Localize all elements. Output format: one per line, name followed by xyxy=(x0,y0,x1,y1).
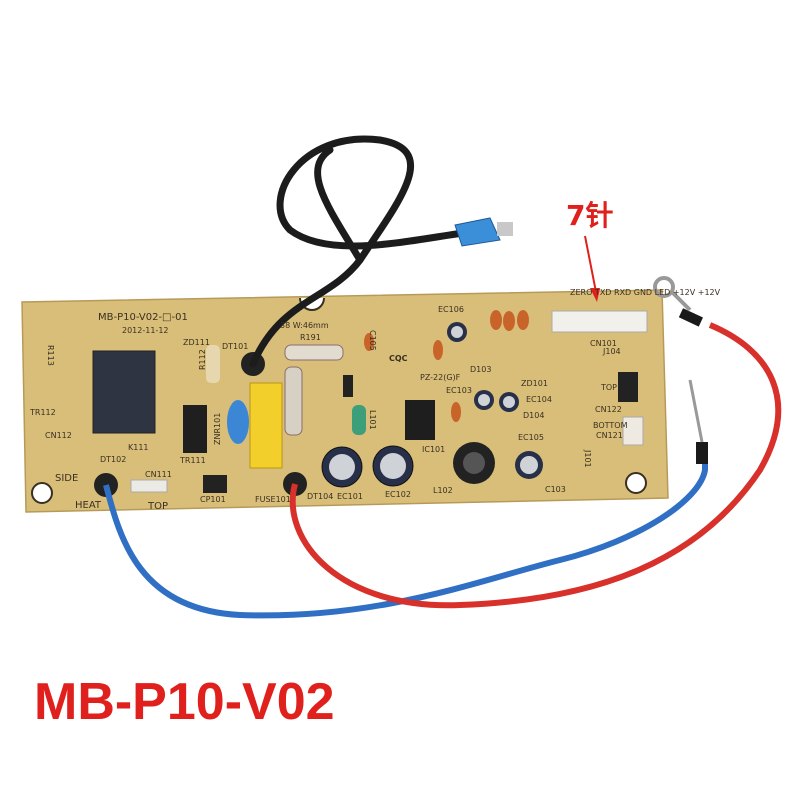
pcb-board xyxy=(21,289,669,513)
silkscreen-ref-label: CN111 xyxy=(145,470,172,479)
silkscreen-ref-label: EC101 xyxy=(337,492,363,501)
top-label: TOP xyxy=(147,501,168,512)
silkscreen-ref-label: L102 xyxy=(433,486,453,495)
silkscreen-ref-label: IC101 xyxy=(422,445,445,454)
silkscreen-ref-label: CN101 xyxy=(590,339,617,348)
silkscreen-ref-label: J104 xyxy=(602,347,621,356)
blue-wire xyxy=(103,450,708,619)
silkscreen-ref-label: EC105 xyxy=(518,433,544,442)
components xyxy=(92,310,648,497)
pin-arrow xyxy=(584,235,600,302)
silkscreen-ref-label: EC102 xyxy=(385,490,411,499)
silkscreen-ref-label: R113 xyxy=(46,345,55,366)
silkscreen-ref-label: DT101 xyxy=(222,342,248,351)
inductor-l101 xyxy=(352,405,366,435)
silkscreen-ref-label: D104 xyxy=(523,411,544,420)
silkscreen-ref-label: R112 xyxy=(198,349,207,370)
silkscreen-ref-label: J101 xyxy=(583,449,592,468)
black-cable xyxy=(249,135,474,368)
silkscreen-ref-label: DT104 xyxy=(307,492,333,501)
side-label: SIDE xyxy=(55,473,78,484)
ic101 xyxy=(405,400,435,440)
silkscreen-ref-label: CN121 xyxy=(596,431,623,440)
silkscreen-ref-label: CP101 xyxy=(200,495,226,504)
silkscreen-ref-label: ZNR101 xyxy=(213,413,222,445)
model-caption: MB-P10-V02 xyxy=(34,673,335,731)
connector-cn121 xyxy=(622,416,644,446)
silkscreen-ref-label: DT102 xyxy=(100,455,126,464)
silkscreen-ref-label: TR111 xyxy=(179,456,206,465)
board-model-silk: MB-P10-V02-□-01 xyxy=(98,312,188,323)
varistor xyxy=(227,400,249,444)
pin-count-label: 7针 xyxy=(566,199,614,232)
jumper-cp101 xyxy=(203,475,227,493)
silkscreen-ref-label: ZD101 xyxy=(521,379,548,388)
bottom-label: BOTTOM xyxy=(593,421,628,430)
heatsink-triac xyxy=(183,405,207,453)
top-label-right: TOP xyxy=(600,383,617,392)
ring-terminal xyxy=(653,276,675,298)
board-date: 2012-11-12 xyxy=(122,326,169,335)
silkscreen-ref-label: ZD111 xyxy=(183,338,210,347)
silkscreen-ref-label: K111 xyxy=(128,443,149,452)
silkscreen-ref-label: C105 xyxy=(368,330,377,351)
silkscreen-ref-label: CN122 xyxy=(595,405,622,414)
relay xyxy=(92,350,156,434)
connector-cn122 xyxy=(618,372,638,402)
silkscreen-ref-label: EC104 xyxy=(526,395,552,404)
red-wire xyxy=(289,322,782,609)
blue-wire-sleeve xyxy=(696,442,708,464)
silkscreen-ref-label: D103 xyxy=(470,365,491,374)
silkscreen: MB-P10-V02-□-01 2012-11-12 SIDE HEAT TOP… xyxy=(29,288,721,512)
silkscreen-ref-label: CQC xyxy=(389,354,408,363)
power-resistor xyxy=(284,366,303,436)
silkscreen-ref-label: EC106 xyxy=(438,305,464,314)
x-capacitor xyxy=(249,382,283,469)
resistor-r191 xyxy=(284,344,344,361)
connector-pins-label: ZERO TXD RXD GND LED +12V +12V xyxy=(570,288,721,297)
silkscreen-ref-label: EC103 xyxy=(446,386,472,395)
silkscreen-ref-label: TR112 xyxy=(29,408,56,417)
connector-cn101 xyxy=(551,310,648,333)
silkscreen-ref-label: FUSE101 xyxy=(255,495,291,504)
resistor-r112 xyxy=(206,345,220,383)
silkscreen-ref-label: C103 xyxy=(545,485,566,494)
silkscreen-ref-label: CN112 xyxy=(45,431,72,440)
silkscreen-ref-label: L101 xyxy=(368,410,377,430)
heat-label: HEAT xyxy=(75,500,102,511)
red-wire-sleeve xyxy=(678,308,703,327)
diode xyxy=(343,375,353,397)
blue-terminal xyxy=(454,217,513,247)
connector-cn111 xyxy=(130,479,168,493)
silkscreen-ref-label: R191 xyxy=(300,333,321,342)
silkscreen-ref-label: PZ-22(G)F xyxy=(420,373,461,382)
silkscreen-ref-label: 38 W:46mm xyxy=(280,321,329,330)
